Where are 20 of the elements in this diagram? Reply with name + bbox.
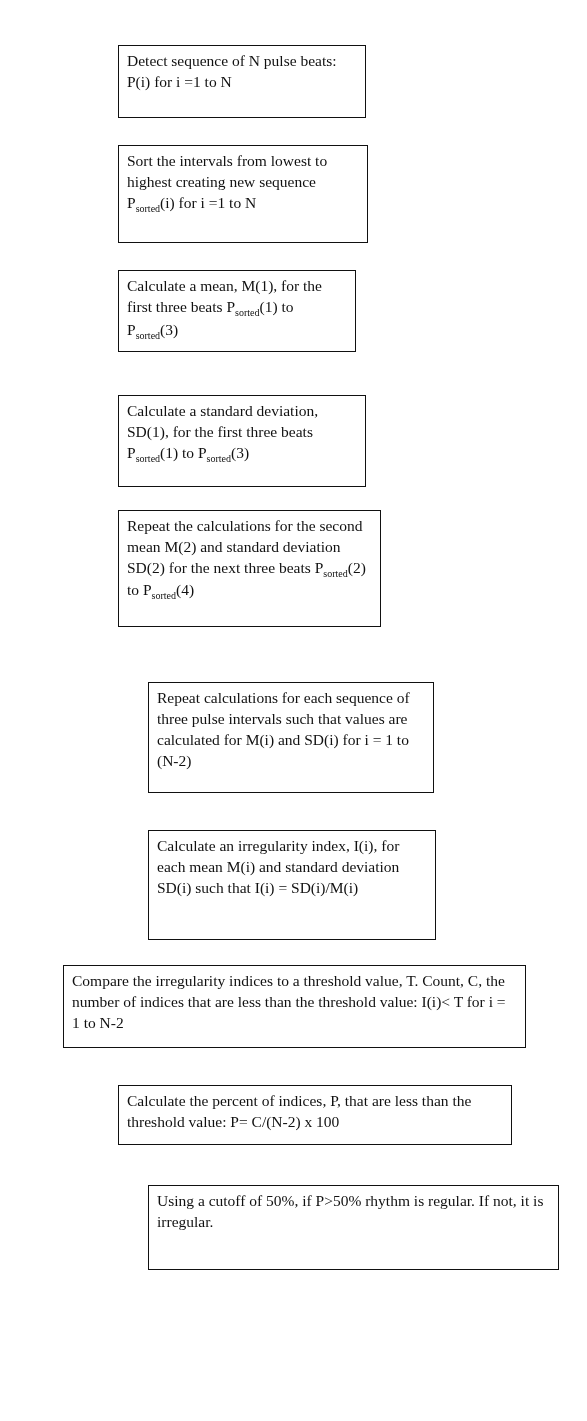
process-box <box>118 510 381 627</box>
step-text: Calculate the percent of indices, P, that are less than the threshold value: P= C/(N-2) x 100 <box>127 1091 473 1132</box>
step-text: Calculate an irregularity index, I(i), for each mean M(i) and standard deviation SD(i) such that I(i) = SD(i)/M(i) <box>157 836 401 898</box>
step-text: Detect sequence of N pulse beats: P(i) for i =1 to N <box>127 51 338 92</box>
process-box <box>118 45 366 118</box>
process-box <box>148 682 434 793</box>
process-box <box>118 270 356 352</box>
process-box <box>148 830 436 940</box>
process-box <box>63 965 526 1048</box>
process-box <box>118 1085 512 1145</box>
step-text: Repeat calculations for each sequence of three pulse intervals such that values are calculated for M(i) and SD(i) for i = 1 to (N-2) <box>157 688 411 771</box>
step-text: Calculate a standard deviation, SD(1), for the first three beats P$_{sorted}$(1) to P$_{sorted}$(3) <box>127 401 320 466</box>
process-box <box>148 1185 559 1270</box>
step-text: Compare the irregularity indices to a threshold value, T. Count, C, the number of indices that are less than the threshold value: I(i)< T for i = 1 to N-2 <box>72 971 507 1033</box>
process-box <box>118 395 366 487</box>
step-text: Using a cutoff of 50%, if P>50% rhythm is regular. If not, it is irregular. <box>157 1191 545 1232</box>
step-text: Calculate a mean, M(1), for the first three beats P$_{sorted}$(1) to P$_{sorted}$(3) <box>127 276 323 343</box>
step-text: Sort the intervals from lowest to highest creating new sequence P$_{sorted}$(i) for i =1 to N <box>127 151 329 216</box>
process-box <box>118 145 368 243</box>
step-text: Repeat the calculations for the second mean M(2) and standard deviation SD(2) for the next three beats P$_{sorted}$(2) to P$_{sorted}$(4) <box>127 516 367 604</box>
